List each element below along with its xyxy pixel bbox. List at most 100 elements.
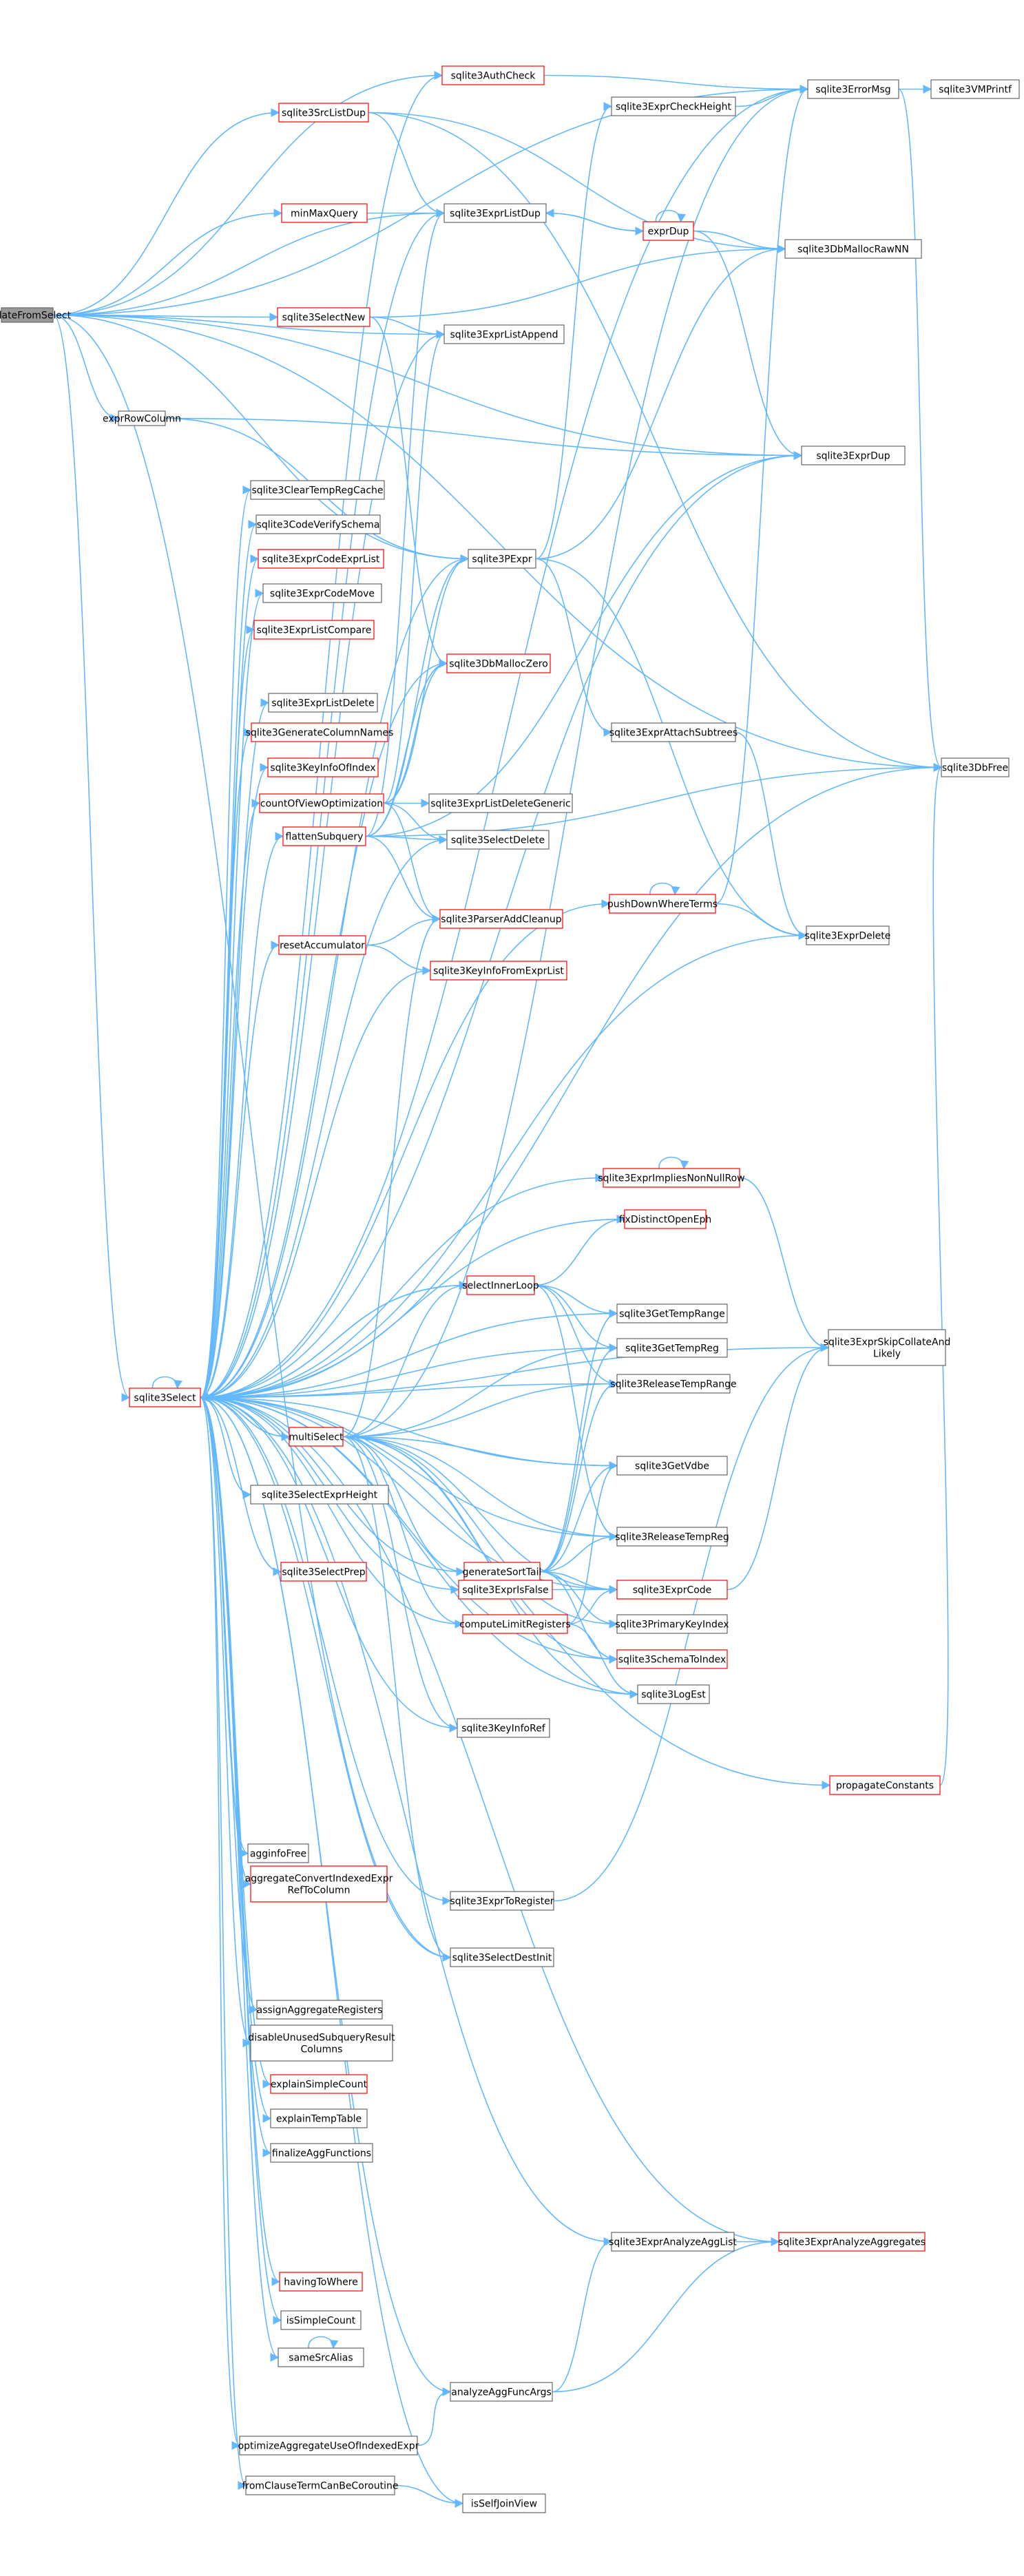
node-isSelfJoinView[interactable]: isSelfJoinView <box>462 2493 546 2513</box>
node-label-exprDup: exprDup <box>648 227 689 238</box>
node-minMaxQuery[interactable]: minMaxQuery <box>281 203 368 223</box>
node-box-sqlite3ReleaseTempRange <box>616 1374 731 1394</box>
node-sqlite3ParserAddCleanup[interactable]: sqlite3ParserAddCleanup <box>439 909 563 929</box>
node-sqlite3ExprAnalyzeAggregates[interactable]: sqlite3ExprAnalyzeAggregates <box>778 2232 926 2252</box>
node-label-fromClauseTermCanBeCoroutine: fromClauseTermCanBeCoroutine <box>242 2481 398 2492</box>
node-sqlite3SelectExprHeight[interactable]: sqlite3SelectExprHeight <box>250 1485 389 1505</box>
node-box-sqlite3ExprImpliesNonNullRow <box>603 1168 740 1188</box>
node-sqlite3ExprDelete[interactable]: sqlite3ExprDelete <box>805 925 891 945</box>
node-sqlite3ReleaseTempReg[interactable]: sqlite3ReleaseTempReg <box>615 1527 729 1547</box>
node-sqlite3SrcListDup[interactable]: sqlite3SrcListDup <box>278 103 369 123</box>
edge-multiSelect-to-sqlite3SchemaToIndex <box>342 1436 618 1664</box>
node-sqlite3ExprListAppend[interactable]: sqlite3ExprListAppend <box>443 324 565 344</box>
node-analyzeAggFuncArgs[interactable]: analyzeAggFuncArgs <box>450 2382 553 2402</box>
node-sqlite3ExprListDup[interactable]: sqlite3ExprListDup <box>443 203 547 223</box>
node-agginfoFree[interactable]: agginfoFree <box>247 1843 309 1863</box>
edge-updateFromSelect-to-minMaxQuery <box>52 209 283 316</box>
node-sqlite3GetTempRange[interactable]: sqlite3GetTempRange <box>616 1303 728 1323</box>
node-sqlite3KeyInfoFromExprList[interactable]: sqlite3KeyInfoFromExprList <box>430 961 567 981</box>
node-sqlite3ErrorMsg[interactable]: sqlite3ErrorMsg <box>807 79 899 99</box>
node-sqlite3PExpr[interactable]: sqlite3PExpr <box>468 549 536 569</box>
edge-sqlite3Select-to-sqlite3Select <box>151 1376 182 1390</box>
node-pushDownWhereTerms[interactable]: pushDownWhereTerms <box>607 894 718 914</box>
node-isSimpleCount[interactable]: isSimpleCount <box>280 2310 362 2330</box>
node-fixDistinctOpenEph[interactable]: fixDistinctOpenEph <box>619 1209 712 1229</box>
node-sqlite3DbMallocZero[interactable]: sqlite3DbMallocZero <box>446 653 551 673</box>
edge-sqlite3ExprImpliesNonNullRow-to-sqlite3ExprImpliesNonNullRow <box>658 1156 689 1170</box>
node-sqlite3AuthCheck[interactable]: sqlite3AuthCheck <box>441 65 545 85</box>
node-sqlite3ExprIsFalse[interactable]: sqlite3ExprIsFalse <box>458 1580 553 1600</box>
node-sqlite3ExprCode[interactable]: sqlite3ExprCode <box>616 1580 728 1600</box>
node-sqlite3DbFree[interactable]: sqlite3DbFree <box>941 757 1010 777</box>
node-sqlite3SelectPrep[interactable]: sqlite3SelectPrep <box>280 1562 367 1582</box>
node-propagateConstants[interactable]: propagateConstants <box>829 1775 941 1795</box>
node-sqlite3ExprAttachSubtrees[interactable]: sqlite3ExprAttachSubtrees <box>609 722 738 742</box>
node-sqlite3VMPrintf[interactable]: sqlite3VMPrintf <box>930 79 1020 99</box>
node-sqlite3GetVdbe[interactable]: sqlite3GetVdbe <box>616 1456 728 1476</box>
node-sqlite3Select[interactable]: sqlite3Select <box>129 1388 201 1407</box>
node-sqlite3ExprDup[interactable]: sqlite3ExprDup <box>801 446 906 465</box>
edge-computeLimitRegisters-to-sqlite3GetVdbe <box>567 1461 618 1625</box>
node-sqlite3SelectDelete[interactable]: sqlite3SelectDelete <box>446 830 550 850</box>
node-label-sqlite3ExprDelete: sqlite3ExprDelete <box>805 931 891 942</box>
node-finalizeAggFunctions[interactable]: finalizeAggFunctions <box>270 2143 373 2163</box>
edge-sqlite3Select-to-isSimpleCount <box>200 1396 282 2325</box>
node-sqlite3ExprListDelete[interactable]: sqlite3ExprListDelete <box>268 693 378 713</box>
node-box-sqlite3DbMallocRawNN <box>784 239 922 259</box>
node-assignAggregateRegisters[interactable]: assignAggregateRegisters <box>256 2000 383 2020</box>
node-sqlite3ExprAnalyzeAggList[interactable]: sqlite3ExprAnalyzeAggList <box>609 2232 737 2252</box>
node-flattenSubquery[interactable]: flattenSubquery <box>282 826 366 846</box>
node-selectInnerLoop[interactable]: selectInnerLoop <box>462 1275 539 1295</box>
node-exprDup[interactable]: exprDup <box>642 221 694 241</box>
node-box-sqlite3DbMallocZero <box>446 653 551 673</box>
edge-updateFromSelect-to-exprRowColumn <box>52 314 120 423</box>
node-sqlite3SelectNew[interactable]: sqlite3SelectNew <box>277 307 370 327</box>
edge-fromClauseTermCanBeCoroutine-to-isSelfJoinView <box>394 2484 464 2508</box>
node-sqlite3ReleaseTempRange[interactable]: sqlite3ReleaseTempRange <box>610 1374 737 1394</box>
node-sqlite3CodeVerifySchema[interactable]: sqlite3CodeVerifySchema <box>255 514 381 534</box>
edge-sqlite3Select-to-sqlite3ExprImpliesNonNullRow <box>200 1173 605 1399</box>
edge-exprDup-to-sqlite3ExprDup <box>693 230 803 460</box>
node-box-sqlite3ExprDup <box>801 446 906 465</box>
node-havingToWhere[interactable]: havingToWhere <box>279 2272 363 2292</box>
node-sqlite3DbMallocRawNN[interactable]: sqlite3DbMallocRawNN <box>784 239 922 259</box>
node-box-sqlite3KeyInfoRef <box>457 1718 550 1738</box>
node-label-analyzeAggFuncArgs: analyzeAggFuncArgs <box>451 2387 552 2398</box>
node-sqlite3ClearTempRegCache[interactable]: sqlite3ClearTempRegCache <box>250 480 385 500</box>
node-updateFromSelect[interactable]: updateFromSelect <box>0 307 72 323</box>
node-sqlite3LogEst[interactable]: sqlite3LogEst <box>637 1684 710 1704</box>
node-multiSelect[interactable]: multiSelect <box>289 1427 344 1447</box>
node-sqlite3ExprListDeleteGeneric[interactable]: sqlite3ExprListDeleteGeneric <box>428 793 573 813</box>
node-box-sqlite3ExprCodeMove <box>262 583 382 603</box>
node-exprRowColumn[interactable]: exprRowColumn <box>103 410 181 426</box>
node-sqlite3KeyInfoOfIndex[interactable]: sqlite3KeyInfoOfIndex <box>267 757 379 777</box>
node-sqlite3ExprImpliesNonNullRow[interactable]: sqlite3ExprImpliesNonNullRow <box>598 1168 745 1188</box>
node-generateSortTail[interactable]: generateSortTail <box>463 1562 542 1582</box>
node-box-sqlite3SelectDelete <box>446 830 550 850</box>
node-sqlite3ExprToRegister[interactable]: sqlite3ExprToRegister <box>450 1891 554 1911</box>
node-sameSrcAlias[interactable]: sameSrcAlias <box>278 2347 364 2367</box>
node-sqlite3KeyInfoRef[interactable]: sqlite3KeyInfoRef <box>457 1718 550 1738</box>
node-resetAccumulator[interactable]: resetAccumulator <box>278 935 366 955</box>
node-sqlite3SchemaToIndex[interactable]: sqlite3SchemaToIndex <box>616 1649 728 1669</box>
node-sqlite3ExprListCompare[interactable]: sqlite3ExprListCompare <box>253 620 375 640</box>
node-explainTempTable[interactable]: explainTempTable <box>270 2108 368 2128</box>
node-sqlite3GetTempReg[interactable]: sqlite3GetTempReg <box>616 1338 728 1358</box>
node-sqlite3ExprCodeExprList[interactable]: sqlite3ExprCodeExprList <box>258 549 384 569</box>
node-sqlite3GenerateColumnNames[interactable]: sqlite3GenerateColumnNames <box>246 722 394 742</box>
node-sqlite3PrimaryKeyIndex[interactable]: sqlite3PrimaryKeyIndex <box>616 1614 729 1634</box>
node-optimizeAggregateUseOfIndexedExpr[interactable]: optimizeAggregateUseOfIndexedExpr <box>238 2436 419 2455</box>
node-explainSimpleCount[interactable]: explainSimpleCount <box>270 2074 368 2094</box>
node-label-sqlite3ExprListDeleteGeneric: sqlite3ExprListDeleteGeneric <box>430 799 571 810</box>
node-countOfViewOptimization[interactable]: countOfViewOptimization <box>259 793 384 813</box>
edge-sqlite3Select-to-sqlite3ErrorMsg <box>200 85 809 1399</box>
node-sqlite3ExprCodeMove[interactable]: sqlite3ExprCodeMove <box>262 583 382 603</box>
node-sqlite3SelectDestInit[interactable]: sqlite3SelectDestInit <box>450 1947 554 1967</box>
node-computeLimitRegisters[interactable]: computeLimitRegisters <box>459 1614 571 1634</box>
edge-sqlite3Select-to-sqlite3PExpr <box>200 554 470 1399</box>
node-sqlite3ExprCheckHeight[interactable]: sqlite3ExprCheckHeight <box>611 96 736 116</box>
node-fromClauseTermCanBeCoroutine[interactable]: fromClauseTermCanBeCoroutine <box>242 2475 399 2495</box>
